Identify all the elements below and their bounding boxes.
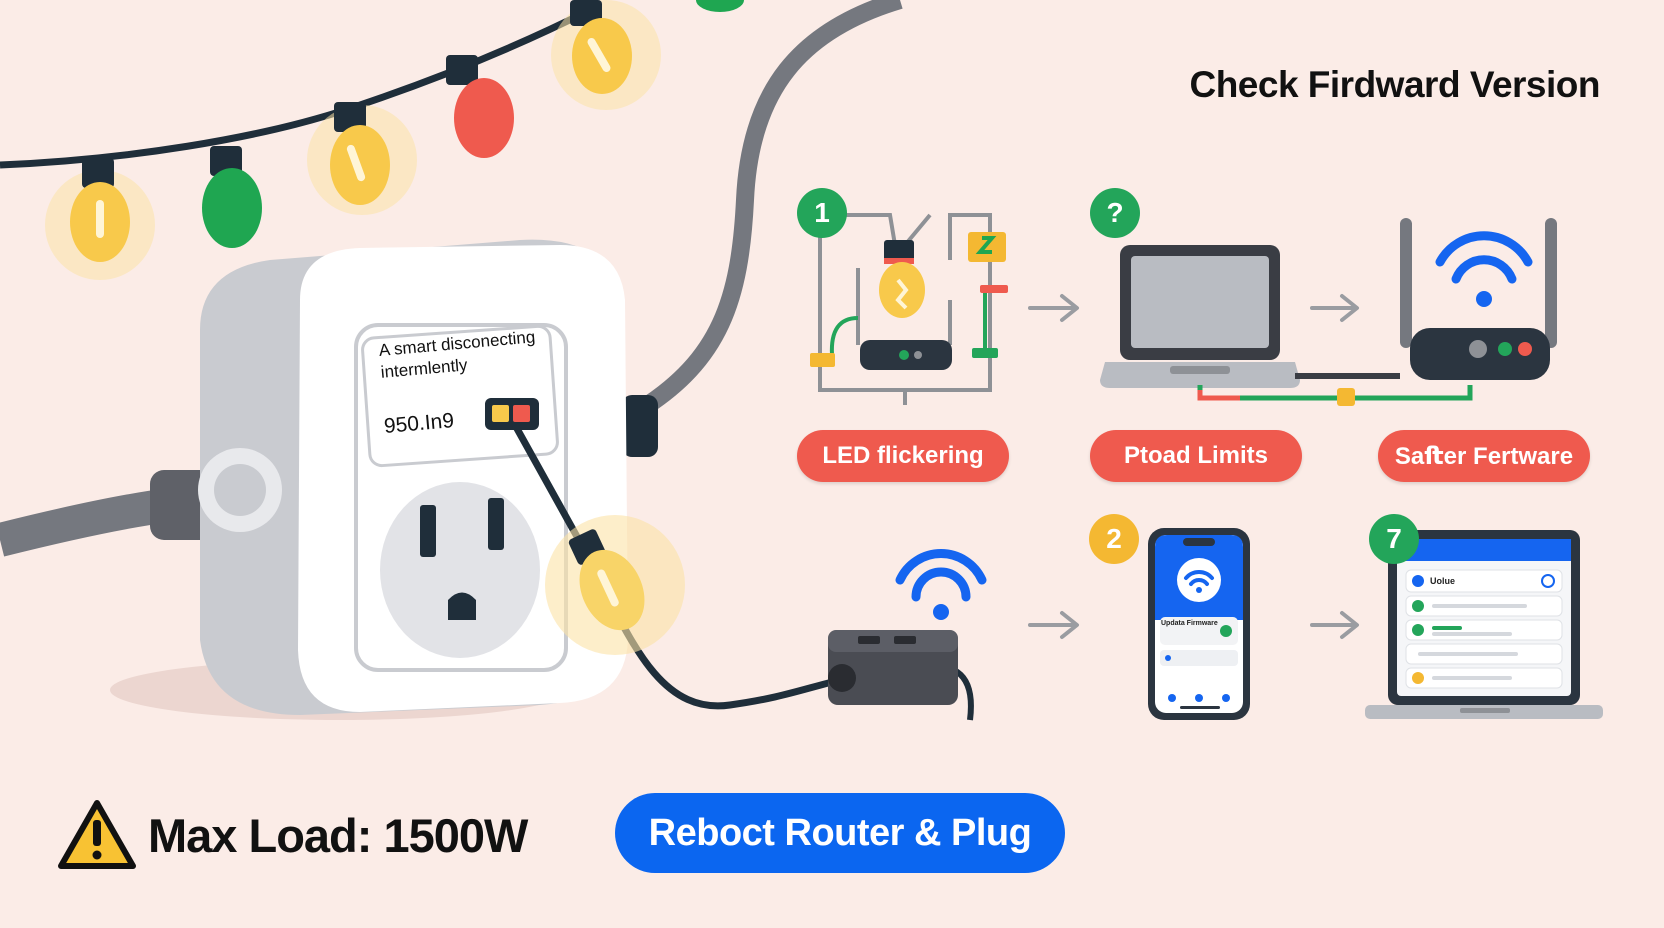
phone-app-icon [1148, 528, 1250, 720]
step-badge-7: 7 [1369, 514, 1419, 564]
arrow-right-icon [1310, 294, 1359, 322]
light-bulb-yellow-2 [307, 102, 417, 215]
light-bulb-green-1 [202, 146, 262, 248]
laptop-app-icon [1365, 530, 1603, 719]
step-badge-help: ? [1090, 188, 1140, 238]
power-cable [635, 0, 903, 418]
wifi-adapter [828, 549, 987, 721]
reboot-router-plug-button[interactable]: Reboct Router & Plug [615, 793, 1065, 873]
arrow-right-icon [1310, 611, 1359, 639]
wifi-icon-adapter [895, 549, 987, 602]
laptop-icon [1100, 245, 1300, 388]
arrow-right-icon [1028, 294, 1079, 322]
firmware-pill: Saﬅer Fertware [1378, 430, 1590, 482]
page-title: Check Firdward Version [1189, 64, 1600, 105]
string-lights [0, 0, 744, 280]
light-bulb-yellow-3 [551, 0, 661, 110]
light-bulb-yellow-1 [45, 158, 155, 280]
router-icon [1400, 218, 1557, 380]
arrow-right-icon [1028, 611, 1079, 639]
smart-plug [110, 239, 628, 720]
warning-triangle-icon [58, 800, 136, 869]
max-load-warning: Max Load: 1500W [148, 809, 528, 862]
step-badge-2: 2 [1089, 514, 1139, 564]
arrow-icons [1028, 294, 1359, 639]
load-limits-pill: Ptoad Limits [1090, 430, 1302, 482]
cable-plug-head [622, 395, 658, 457]
light-bulb-on-cable [545, 515, 685, 655]
phone-card-title: Updata Firmware [1161, 620, 1218, 627]
laptop-row-title: Uolue [1430, 576, 1456, 586]
led-flickering-pill: LED flickering [797, 430, 1009, 482]
light-bulb-green-2 [696, 0, 744, 12]
light-bulb-red [446, 55, 514, 158]
input-cable [0, 488, 173, 557]
step-badge-1: 1 [797, 188, 847, 238]
